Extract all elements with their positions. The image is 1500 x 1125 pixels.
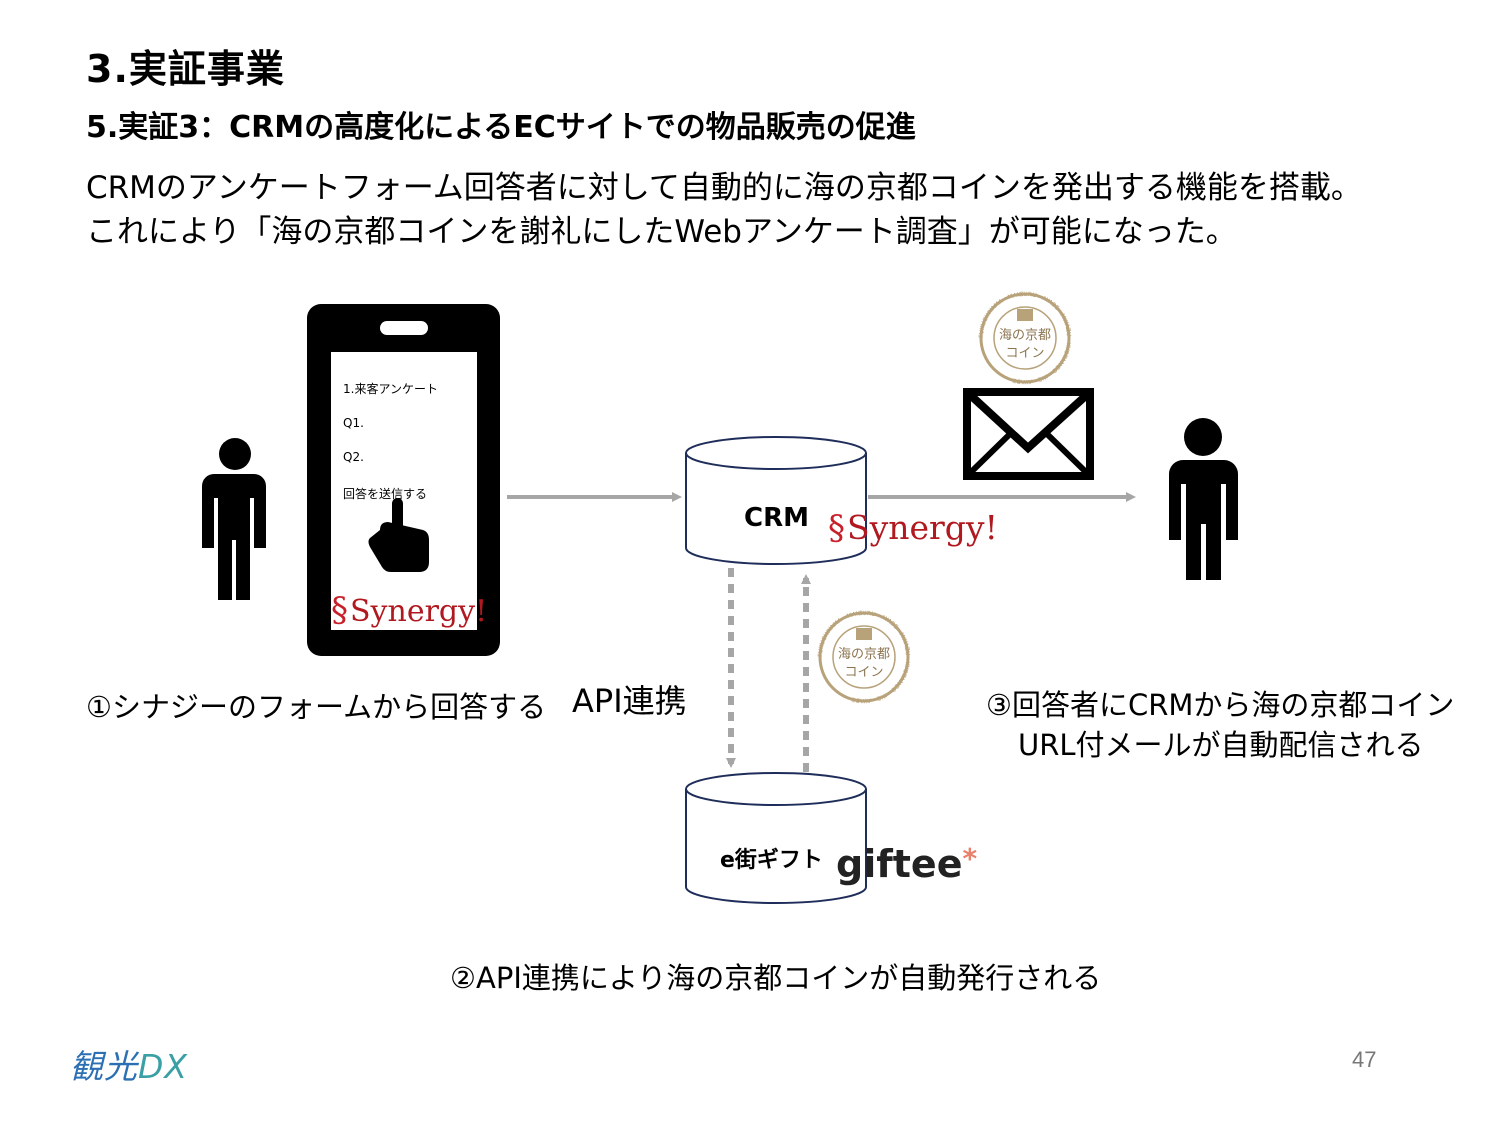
person-left-icon bbox=[202, 438, 266, 600]
giftee-logo: giftee* bbox=[836, 842, 978, 886]
crm-label: CRM bbox=[744, 503, 809, 533]
step-2-caption: ②API連携により海の京都コインが自動発行される bbox=[450, 961, 1102, 995]
gift-database-icon bbox=[685, 772, 867, 904]
body-text-line-2: これにより「海の京都コインを謝礼にしたWebアンケート調査」が可能になった。 bbox=[86, 214, 1237, 250]
survey-title: 1.来客アンケート bbox=[343, 382, 438, 396]
pointing-hand-icon bbox=[368, 498, 429, 572]
person-right-icon bbox=[1169, 418, 1238, 580]
svg-text:海の京都: 海の京都 bbox=[838, 647, 890, 662]
synergy-logo-phone: §Synergy! bbox=[331, 590, 488, 630]
survey-question-1: Q1. bbox=[343, 416, 364, 430]
e-machi-gift-label: e街ギフト bbox=[720, 848, 823, 873]
svg-text:コイン: コイン bbox=[1005, 346, 1044, 361]
survey-question-2: Q2. bbox=[343, 450, 364, 464]
crm-database-icon bbox=[685, 436, 867, 565]
envelope-icon bbox=[963, 388, 1094, 480]
body-text-line-1: CRMのアンケートフォーム回答者に対して自動的に海の京都コインを発出する機能を搭… bbox=[86, 170, 1362, 206]
api-link-label: API連携 bbox=[572, 682, 687, 720]
umi-no-kyoto-coin-icon: FUKUCHIYAMA · MAIZURU · AYABE · MIYAZU ·… bbox=[978, 291, 1072, 385]
page-title: 3.実証事業 bbox=[86, 47, 285, 91]
step-3-caption-line-1: ③回答者にCRMから海の京都コイン bbox=[986, 688, 1455, 722]
page-subtitle: 5.実証3：CRMの高度化によるECサイトでの物品販売の促進 bbox=[86, 110, 916, 145]
synergy-logo-crm: §Synergy! bbox=[828, 508, 998, 548]
svg-text:コイン: コイン bbox=[844, 665, 883, 680]
smartphone-icon bbox=[307, 304, 500, 656]
page-number: 47 bbox=[1352, 1047, 1377, 1072]
step-1-caption: ①シナジーのフォームから回答する bbox=[86, 690, 547, 724]
survey-submit-button[interactable]: 回答を送信する bbox=[343, 487, 428, 501]
umi-no-kyoto-coin-icon: FUKUCHIYAMA · MAIZURU · AYABE · MIYAZU ·… bbox=[817, 610, 911, 704]
svg-text:海の京都: 海の京都 bbox=[999, 328, 1051, 343]
kanko-dx-logo: 観光DX bbox=[70, 1047, 189, 1086]
step-3-caption-line-2: URL付メールが自動配信される bbox=[1018, 728, 1424, 762]
